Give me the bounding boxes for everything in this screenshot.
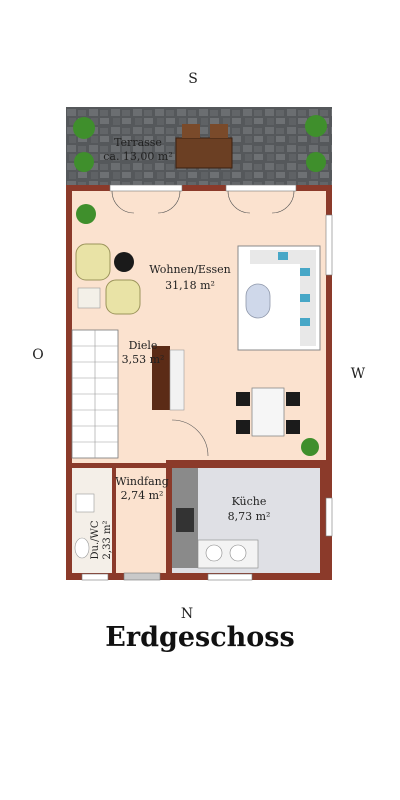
armchairs <box>75 243 141 315</box>
bath-fixtures <box>74 493 95 559</box>
floor-title: Erdgeschoss <box>105 622 295 653</box>
dining-table <box>236 387 300 437</box>
terrace-doors <box>109 184 297 214</box>
cabinet <box>152 346 185 411</box>
west-window <box>325 214 333 276</box>
compass-east: O <box>32 347 43 363</box>
windfang-floor <box>116 463 166 573</box>
plant-icon <box>301 438 319 456</box>
room-area-windfang: 2,74 m² <box>121 489 164 502</box>
room-name-duwc: Du./WC <box>90 520 101 559</box>
plant-icon <box>73 115 327 172</box>
room-name-wohnen: Wohnen/Essen <box>149 263 231 276</box>
kitchen-window <box>325 497 333 537</box>
compass-north: N <box>181 606 193 622</box>
compass-south: S <box>188 71 198 87</box>
room-name-windfang: Windfang <box>115 475 169 488</box>
room-area-kueche: 8,73 m² <box>228 510 271 523</box>
plant-icon <box>76 204 96 224</box>
compass-west: W <box>351 366 366 382</box>
staircase <box>71 329 119 459</box>
kitchen-window-south <box>207 573 253 581</box>
room-area-diele: 3,53 m² <box>122 353 165 366</box>
room-area-duwc: 2,33 m² <box>102 521 113 560</box>
entrance-door <box>123 572 161 581</box>
room-name-terrasse: Terrasse <box>114 136 162 149</box>
kitchen-counters <box>172 468 259 569</box>
room-area-terrasse: ca. 13,00 m² <box>103 150 173 163</box>
terrace-table <box>175 124 233 169</box>
bath-window <box>81 573 109 581</box>
terrace-area <box>66 107 332 185</box>
room-name-diele: Diele <box>129 339 158 352</box>
room-name-kueche: Küche <box>232 495 267 508</box>
sofa-corner <box>237 245 321 351</box>
door-swing <box>171 419 209 457</box>
room-area-wohnen: 31,18 m² <box>165 279 215 292</box>
